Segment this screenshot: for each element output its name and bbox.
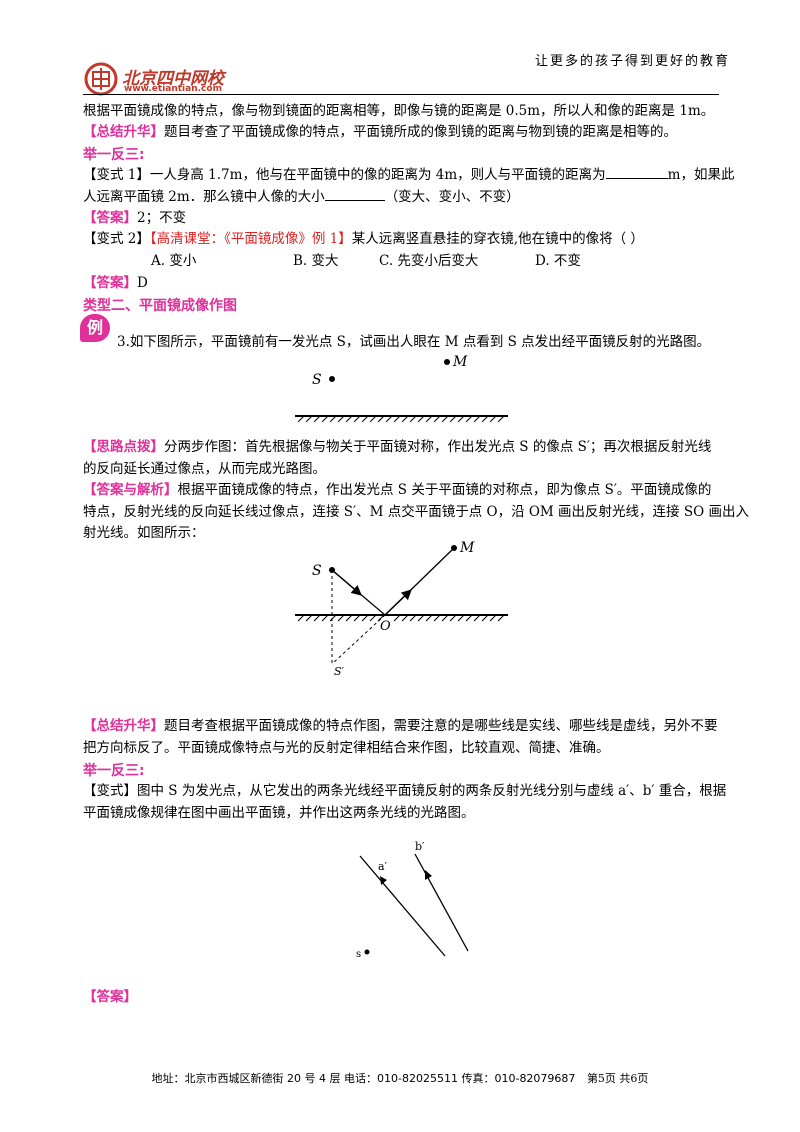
summary-2-line2: 把方向标反了。平面镜成像特点与光的反射定律相结合来作图，比较直观、简捷、准确。 (83, 740, 610, 756)
mirror-hatching (297, 614, 505, 622)
slogan: 让更多的孩子得到更好的教育 (534, 54, 730, 69)
label-s-prime: S′ (334, 665, 345, 678)
logo-url: www.etiantian.com (124, 84, 222, 94)
footer: 地址：北京市西城区新德街 20 号 4 层 电话：010-82025511 传真… (0, 1070, 800, 1086)
arrowhead-a (380, 876, 387, 885)
answer-analysis-line3: 射光线。如图所示： (83, 525, 205, 541)
figure-1-diagram: S M (295, 354, 508, 422)
incident-arrow (331, 569, 362, 596)
label-m: M (459, 540, 475, 556)
hint: 【思路点拨】分两步作图：首先根据像与物关于平面镜对称，作出发光点 S 的像点 S… (83, 438, 711, 456)
summary-tag: 【总结升华】 (83, 718, 164, 734)
arrowhead-b (425, 870, 432, 880)
example-badge-label: 例 (86, 318, 103, 337)
answer-1: 【答案】2；不变 (83, 209, 186, 227)
option-b: B. 变大 (293, 253, 339, 269)
ray-b (414, 853, 469, 952)
variant-tag: 【变式 1】 (83, 167, 150, 183)
summary-2: 【总结升华】题目考查根据平面镜成像的特点作图，需要注意的是哪些线是实线、哪些线是… (83, 717, 718, 735)
summary-text: 题目考查了平面镜成像的特点，平面镜所成的像到镜的距离与物到镜的距离是相等的。 (164, 124, 677, 140)
hint-line2: 的反向延长通过像点，从而完成光路图。 (83, 461, 326, 477)
answer-tag: 【答案】 (83, 210, 137, 226)
figure-2-diagram: S M O S′ (295, 540, 508, 678)
reflected-arrow (384, 589, 412, 616)
point-s (364, 949, 370, 955)
answer-analysis-tag: 【答案与解析】 (83, 482, 178, 498)
summary-tag: 【总结升华】 (83, 124, 164, 140)
answer-3: 【答案】 (83, 988, 137, 1006)
variant-text: m，如果此 (667, 167, 735, 183)
variant-text: （变大、变小、不变） (384, 189, 520, 205)
variant-3: 【变式】图中 S 为发光点，从它发出的两条光线经平面镜反射的两条反射光线分别与虚… (83, 782, 726, 800)
dashed-extension (331, 614, 386, 665)
label-a: a′ (378, 860, 388, 873)
answer-tag: 【答案】 (83, 989, 137, 1005)
figure-3-diagram: a′ b′ s (356, 840, 469, 960)
paragraph-line: 根据平面镜成像的特点，像与物到镜面的距离相等，即像与镜的距离是 0.5m，所以人… (83, 103, 715, 119)
section-title: 类型二、平面镜成像作图 (83, 298, 237, 314)
answer-text: 2；不变 (137, 210, 187, 226)
answer-blank[interactable] (324, 188, 385, 201)
variant-tag: 【变式 2】 (83, 231, 150, 247)
answer-blank[interactable] (605, 166, 668, 179)
variant-1: 【变式 1】一人身高 1.7m，他与在平面镜中的像的距离为 4m，则人与平面镜的… (83, 166, 734, 184)
summary-text: 题目考查根据平面镜成像的特点作图，需要注意的是哪些线是实线、哪些线是虚线，另外不… (164, 718, 718, 734)
answer-tag: 【答案】 (83, 275, 137, 291)
variant-text: 某人远离竖直悬挂的穿衣镜,他在镜中的像将（ ） (351, 231, 644, 247)
footer-address: 地址：北京市西城区新德街 20 号 4 层 电话：010-82025511 传真… (151, 1072, 576, 1085)
option-c: C. 先变小后变大 (379, 253, 479, 269)
example-badge: 例 (80, 314, 110, 342)
option-d: D. 不变 (535, 253, 581, 269)
label-o: O (380, 619, 391, 634)
answer-analysis-line2: 特点，反射光线的反向延长线过像点，连接 S′、M 点交平面镜于点 O，沿 OM … (83, 504, 749, 520)
variant-text: 】图中 S 为发光点，从它发出的两条光线经平面镜反射的两条反射光线分别与虚线 a… (123, 783, 727, 799)
logo-icon (84, 62, 118, 96)
label-m: M (452, 354, 468, 370)
hint-tag: 【思路点拨】 (83, 439, 164, 455)
variant-text: 一人身高 1.7m，他与在平面镜中的像的距离为 4m，则人与平面镜的距离为 (149, 167, 606, 183)
variant-tag: 【变式 (83, 783, 124, 799)
point-m (444, 359, 450, 365)
label-s: S (312, 563, 322, 579)
variant-2: 【变式 2】【高清课堂：《平面镜成像》例 1】某人远离竖直悬挂的穿衣镜,他在镜中… (83, 230, 644, 248)
answer-text: D (137, 275, 148, 291)
hint-text: 分两步作图：首先根据像与物关于平面镜对称，作出发光点 S 的像点 S′；再次根据… (164, 439, 712, 455)
juyi-heading-1: 举一反三: (83, 147, 145, 163)
label-b: b′ (415, 840, 425, 853)
label-s: s (356, 949, 361, 960)
juyi-heading-2: 举一反三: (83, 763, 145, 779)
footer-page: 第5页 共6页 (586, 1072, 649, 1085)
answer-analysis: 【答案与解析】根据平面镜成像的特点，作出发光点 S 关于平面镜的对称点，即为像点… (83, 481, 711, 499)
mirror-hatching (297, 415, 505, 422)
header: 让更多的孩子得到更好的教育 北京四中网校 www.etiantian.com (0, 0, 800, 100)
example-3: 3.如下图所示，平面镜前有一发光点 S，试画出人眼在 M 点看到 S 点发出经平… (117, 334, 711, 350)
summary-1: 【总结升华】题目考查了平面镜成像的特点，平面镜所成的像到镜的距离与物到镜的距离是… (83, 123, 677, 141)
classroom-ref: 【高清课堂：《平面镜成像》例 1】 (149, 231, 352, 247)
variant-1-line2: 人远离平面镜 2m．那么镜中人像的大小 （变大、变小、不变） (83, 188, 520, 206)
logo-text: 北京四中网校 (122, 69, 224, 89)
answer-analysis-text: 根据平面镜成像的特点，作出发光点 S 关于平面镜的对称点，即为像点 S′。平面镜… (177, 482, 712, 498)
header-rule (83, 94, 719, 95)
variant-text: 人远离平面镜 2m．那么镜中人像的大小 (83, 189, 325, 205)
ray-a (359, 855, 446, 957)
label-s: S (312, 372, 322, 388)
option-a: A. 变小 (151, 253, 197, 269)
variant-3-line2: 平面镜成像规律在图中画出平面镜，并作出这两条光线的光路图。 (83, 805, 475, 821)
point-s (329, 376, 335, 382)
answer-2: 【答案】D (83, 274, 148, 292)
